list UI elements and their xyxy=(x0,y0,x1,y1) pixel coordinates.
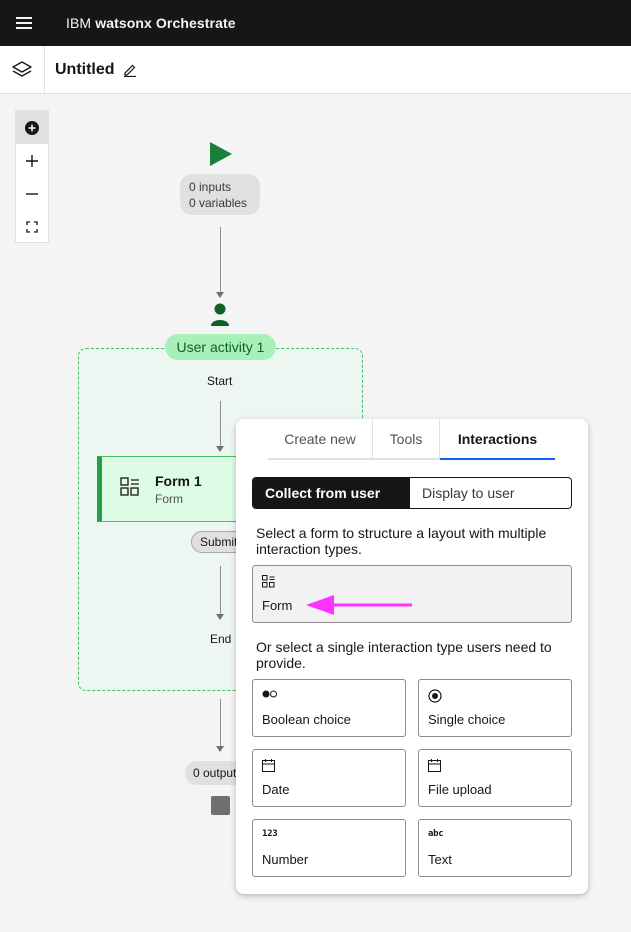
number-icon: 123 xyxy=(262,829,278,839)
brand-product: watsonx Orchestrate xyxy=(95,15,236,31)
start-io-pill[interactable]: 0 inputs 0 variables xyxy=(180,174,260,215)
top-header: IBM watsonx Orchestrate xyxy=(0,0,631,46)
connector-line xyxy=(220,566,221,616)
boolean-icon xyxy=(262,690,277,698)
tile-label: Number xyxy=(262,852,309,867)
form-icon xyxy=(120,477,139,496)
stop-icon[interactable] xyxy=(211,796,230,815)
tile-label: Boolean choice xyxy=(262,712,351,727)
add-node-button[interactable] xyxy=(16,111,48,144)
connector-arrow xyxy=(216,446,224,452)
connector-line xyxy=(220,401,221,449)
connector-line xyxy=(220,227,221,297)
edit-icon[interactable] xyxy=(123,63,137,77)
minus-icon xyxy=(26,192,38,195)
start-label: Start xyxy=(207,374,233,388)
single-choice-tile[interactable]: Single choice xyxy=(418,679,572,737)
connector-line xyxy=(220,699,221,749)
form-hint-text: Select a form to structure a layout with… xyxy=(256,525,547,557)
tile-label: Single choice xyxy=(428,712,506,727)
single-hint-text: Or select a single interaction type user… xyxy=(256,639,552,671)
outputs-pill[interactable]: 0 outputs xyxy=(185,761,245,785)
tile-label: File upload xyxy=(428,782,492,797)
start-play-icon[interactable] xyxy=(209,141,233,167)
zoom-controls xyxy=(15,110,49,243)
calendar-icon xyxy=(428,759,441,772)
form-icon xyxy=(262,575,275,588)
collect-from-user-option[interactable]: Collect from user xyxy=(253,478,410,508)
layers-icon xyxy=(12,60,32,77)
user-icon xyxy=(211,303,229,326)
menu-icon[interactable] xyxy=(0,0,48,46)
radio-icon xyxy=(428,689,442,703)
text-tile[interactable]: abc Text xyxy=(418,819,572,877)
display-to-user-option[interactable]: Display to user xyxy=(422,485,515,501)
calendar-icon xyxy=(262,759,275,772)
date-tile[interactable]: Date xyxy=(252,749,406,807)
connector-arrow xyxy=(216,614,224,620)
form-tile-label: Form xyxy=(262,598,293,613)
content-switcher: Collect from user Display to user xyxy=(252,477,572,509)
annotation-arrow-icon xyxy=(306,595,412,615)
tab-interactions[interactable]: Interactions xyxy=(440,419,555,460)
panel-tabs: Create new Tools Interactions xyxy=(268,419,555,460)
text-icon: abc xyxy=(428,829,444,839)
form-node-title: Form 1 xyxy=(155,473,202,489)
start-variables: 0 variables xyxy=(189,196,248,210)
fit-screen-icon xyxy=(26,220,38,233)
layers-button[interactable] xyxy=(0,45,45,94)
title-bar: Untitled xyxy=(0,45,631,94)
fit-view-button[interactable] xyxy=(16,210,48,243)
user-activity-label[interactable]: User activity 1 xyxy=(165,334,276,360)
form-node[interactable]: Form 1 Form xyxy=(97,456,257,522)
file-upload-tile[interactable]: File upload xyxy=(418,749,572,807)
form-node-subtitle: Form xyxy=(155,492,183,506)
tile-label: Text xyxy=(428,852,452,867)
tile-label: Date xyxy=(262,782,290,797)
boolean-choice-tile[interactable]: Boolean choice xyxy=(252,679,406,737)
brand-vendor: IBM xyxy=(66,15,92,31)
tab-tools[interactable]: Tools xyxy=(373,419,440,460)
plus-icon xyxy=(26,154,38,167)
form-tile[interactable]: Form xyxy=(252,565,572,623)
end-label: End xyxy=(210,632,232,646)
start-inputs: 0 inputs xyxy=(189,180,232,194)
add-node-panel: Create new Tools Interactions Collect fr… xyxy=(236,419,588,894)
connector-arrow xyxy=(216,746,224,752)
tab-create-new[interactable]: Create new xyxy=(268,419,373,460)
add-circle-icon xyxy=(25,120,39,135)
zoom-out-button[interactable] xyxy=(16,177,48,210)
document-title: Untitled xyxy=(55,60,115,78)
app-brand[interactable]: IBM watsonx Orchestrate xyxy=(66,15,236,31)
number-tile[interactable]: 123 Number xyxy=(252,819,406,877)
connector-arrow xyxy=(216,292,224,298)
zoom-in-button[interactable] xyxy=(16,144,48,177)
